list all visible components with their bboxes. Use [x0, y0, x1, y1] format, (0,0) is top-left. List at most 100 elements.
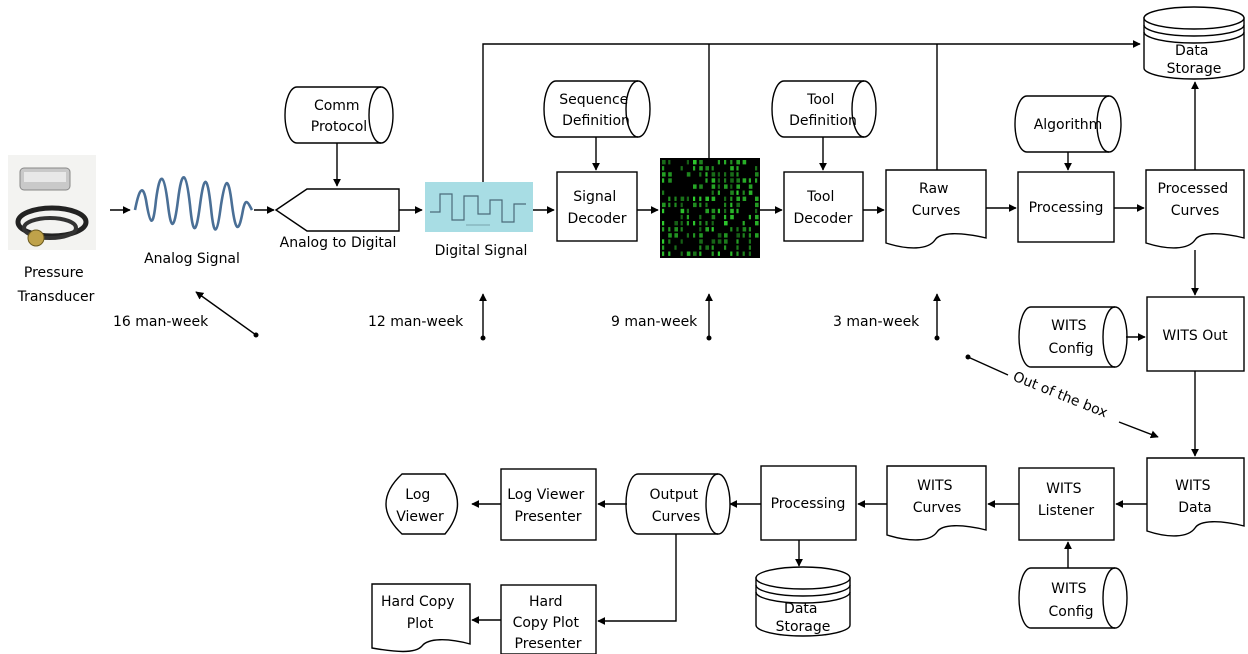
label-line: Storage — [1167, 61, 1222, 77]
wits-config-bottom: WITS Config — [1018, 567, 1128, 629]
label-line: Config — [1049, 604, 1094, 620]
label-line: Comm — [314, 98, 360, 114]
processing-top-label: Processing — [1029, 200, 1104, 216]
processing-top: Processing — [1017, 171, 1115, 243]
label-line: Presenter — [515, 509, 582, 525]
wits-out: WITS Out — [1146, 296, 1245, 372]
label-line: Curves — [652, 509, 701, 525]
label-line: Hard Copy — [381, 594, 454, 610]
wits-data: WITS Data — [1146, 457, 1245, 537]
pressure-transducer-label: Pressure Transducer — [17, 265, 95, 305]
analog-signal: Analog Signal — [133, 176, 254, 267]
pressure-transducer: Pressure Transducer — [8, 155, 96, 305]
effort-annotation-2: 12 man-week — [368, 293, 487, 341]
analog-signal-label: Analog Signal — [144, 251, 240, 267]
label-line: Hard — [529, 594, 563, 610]
wits-out-label: WITS Out — [1162, 328, 1228, 344]
log-viewer-label: Log Viewer — [396, 487, 444, 525]
processed-curves: Processed Curves — [1145, 169, 1245, 249]
comm-protocol-label: Comm Protocol — [311, 98, 367, 135]
label-line: Raw — [919, 181, 948, 197]
label-line: Config — [1049, 341, 1094, 357]
label-line: Sequence — [559, 92, 628, 108]
label-line: Storage — [776, 619, 831, 635]
hard-copy-plot-label: Hard Copy Plot — [381, 594, 459, 632]
tool-decoder: Tool Decoder — [783, 171, 864, 242]
binary-data-icon — [660, 158, 760, 258]
digital-signal: Digital Signal — [425, 182, 533, 259]
label-line: Definition — [789, 113, 857, 129]
label-line: Listener — [1038, 503, 1095, 519]
hard-copy-plot-presenter: Hard Copy Plot Presenter — [500, 584, 597, 654]
algorithm: Algorithm — [1014, 95, 1122, 153]
label-line: Output — [649, 487, 698, 503]
digital-signal-icon — [425, 182, 533, 232]
raw-curves: Raw Curves — [885, 169, 987, 249]
data-storage-bottom-label: Data Storage — [776, 601, 831, 635]
effort-label: 3 man-week — [833, 314, 920, 330]
tool-definition-label: Tool Definition — [789, 92, 857, 129]
label-line: WITS — [917, 478, 953, 494]
label-line: Presenter — [515, 636, 582, 652]
output-curves: Output Curves — [625, 473, 731, 535]
storage-feed-lines — [482, 40, 1141, 187]
tool-definition: Tool Definition — [771, 80, 877, 138]
label-line: Plot — [407, 616, 434, 632]
output-curves-label: Output Curves — [649, 487, 702, 525]
label-line: WITS — [1046, 481, 1082, 497]
effort-annotation-3: 9 man-week — [611, 293, 713, 341]
connector-arrow — [597, 534, 677, 625]
hard-copy-plot-presenter-label: Hard Copy Plot Presenter — [513, 594, 584, 652]
label-line: Log — [405, 487, 430, 503]
label-line: Decoder — [794, 211, 853, 227]
analog-to-digital: Analog to Digital — [274, 188, 400, 251]
label-line: Curves — [912, 203, 961, 219]
label-line: Protocol — [311, 119, 367, 135]
effort-annotation-4: 3 man-week — [833, 293, 941, 341]
wits-curves: WITS Curves — [886, 465, 987, 541]
label-line: Data — [1175, 43, 1208, 59]
label-line: Log Viewer — [507, 487, 584, 503]
label-line: Data — [1178, 500, 1211, 516]
digital-signal-label: Digital Signal — [435, 243, 528, 259]
tool-decoder-label: Tool Decoder — [794, 189, 853, 227]
label-line: Processed — [1157, 181, 1228, 197]
hard-copy-plot: Hard Copy Plot — [371, 583, 471, 653]
wits-curves-label: WITS Curves — [913, 478, 962, 516]
processing-bottom-label: Processing — [771, 496, 846, 512]
effort-label: 9 man-week — [611, 314, 698, 330]
label-line: Data — [784, 601, 817, 617]
data-storage-bottom: Data Storage — [755, 566, 851, 637]
wits-config-bottom-label: WITS Config — [1049, 581, 1094, 620]
pressure-transducer-icon — [8, 155, 96, 250]
label-line: Tool — [806, 189, 834, 205]
processing-bottom: Processing — [760, 465, 857, 541]
signal-decoder-label: Signal Decoder — [568, 189, 627, 227]
label-line: Definition — [562, 113, 630, 129]
wits-config-top: WITS Config — [1018, 306, 1128, 368]
label-line: Curves — [913, 500, 962, 516]
data-storage-top: Data Storage — [1143, 6, 1245, 80]
label-line: Transducer — [17, 289, 95, 305]
wits-listener: WITS Listener — [1018, 467, 1115, 541]
label-line: WITS — [1051, 581, 1087, 597]
raw-curves-label: Raw Curves — [912, 181, 961, 219]
sequence-definition: Sequence Definition — [543, 80, 651, 138]
log-viewer: Log Viewer — [385, 473, 459, 535]
log-viewer-presenter-label: Log Viewer Presenter — [507, 487, 589, 525]
effort-annotation-1: 16 man-week — [113, 291, 259, 338]
analog-wave-icon — [133, 176, 254, 231]
label-line: Decoder — [568, 211, 627, 227]
wits-config-top-label: WITS Config — [1049, 318, 1094, 357]
label-line: Signal — [573, 189, 616, 205]
sequence-definition-label: Sequence Definition — [559, 92, 633, 129]
label-line: WITS — [1175, 478, 1211, 494]
wits-listener-label: WITS Listener — [1038, 481, 1095, 519]
label-line: Pressure — [24, 265, 84, 281]
data-storage-top-label: Data Storage — [1167, 43, 1222, 77]
label-line: Tool — [806, 92, 834, 108]
wits-data-label: WITS Data — [1175, 478, 1215, 516]
algorithm-label: Algorithm — [1034, 117, 1103, 133]
comm-protocol: Comm Protocol — [284, 86, 394, 144]
